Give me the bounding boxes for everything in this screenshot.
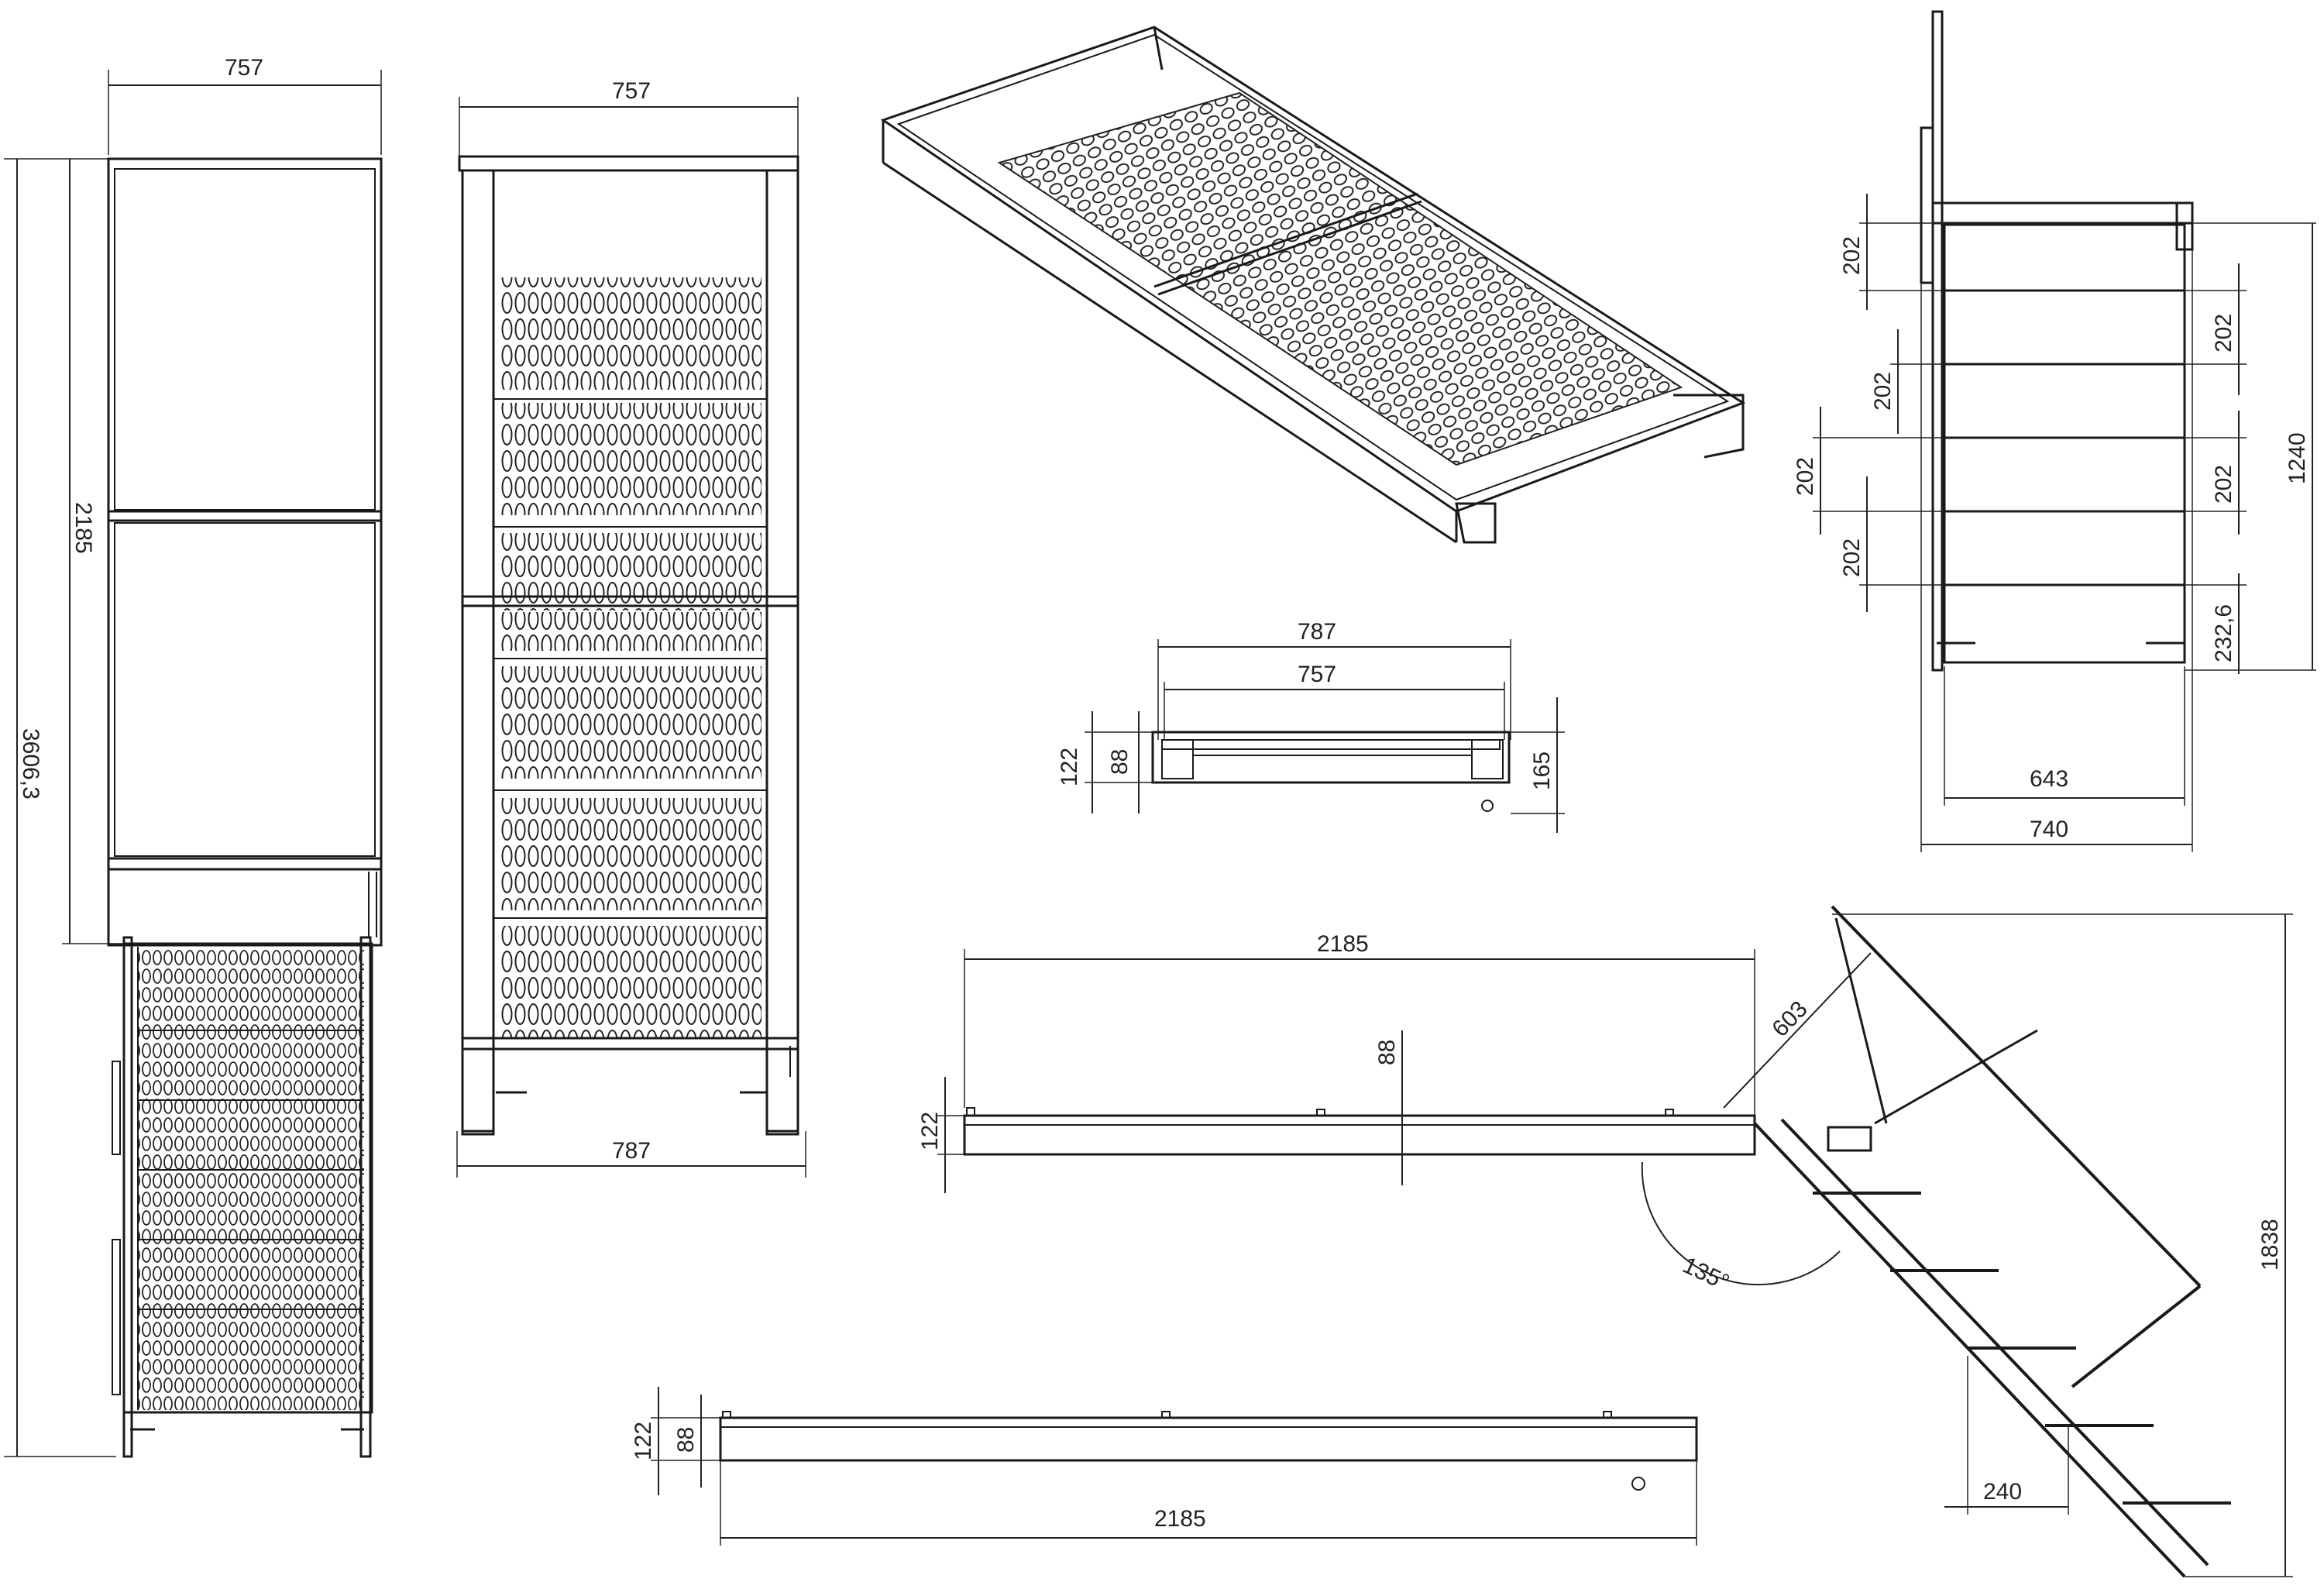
dim-stair-202-b: 202 — [1870, 372, 1896, 411]
dim-platform-height: 2185 — [70, 502, 96, 554]
assembled-side-view: 2185 88 122 603 135° — [917, 905, 2293, 1578]
dim-stair-202-f: 202 — [2211, 465, 2236, 504]
section-view: 787 757 122 88 165 — [1057, 619, 1565, 833]
dim-stair-202-d: 202 — [1839, 538, 1865, 577]
dim-stair-inner: 643 — [2030, 766, 2068, 792]
dim-assembled-122: 122 — [917, 1112, 943, 1150]
dim-bottom-length: 2185 — [1154, 1506, 1206, 1532]
stair-front-view: 202 202 202 202 202 202 232,6 1240 643 — [1793, 10, 2316, 852]
dim-assembled-88: 88 — [1374, 1040, 1400, 1065]
dim-front-width: 757 — [612, 78, 651, 104]
dim-stair-202-e: 202 — [2211, 314, 2236, 353]
dim-section-165: 165 — [1529, 752, 1555, 790]
dim-bottom-88: 88 — [673, 1427, 699, 1453]
dim-section-outer: 787 — [1298, 619, 1336, 645]
dim-603: 603 — [1767, 996, 1813, 1042]
dim-step-240: 240 — [1983, 1479, 2022, 1505]
dim-section-88: 88 — [1107, 749, 1133, 775]
dim-stair-202-a: 202 — [1839, 236, 1865, 275]
dim-stair-height: 1240 — [2284, 432, 2310, 484]
dim-section-122: 122 — [1057, 748, 1082, 786]
dim-assembled-length: 2185 — [1317, 931, 1369, 957]
dim-stair-202-c: 202 — [1793, 457, 1818, 496]
front-view: 757 787 — [456, 78, 806, 1178]
dim-width-757: 757 — [225, 55, 263, 81]
dim-section-inner: 757 — [1298, 662, 1336, 687]
dim-assembled-height: 1838 — [2257, 1219, 2283, 1271]
dim-bottom-122: 122 — [631, 1422, 656, 1460]
dim-stair-232: 232,6 — [2211, 604, 2236, 662]
dim-front-bottom: 787 — [612, 1138, 651, 1164]
dim-stair-outer: 740 — [2030, 817, 2068, 842]
dim-angle: 135° — [1679, 1252, 1733, 1295]
left-side-view: 757 3606,3 2185 — [4, 55, 383, 1458]
iso-platform — [880, 26, 1746, 544]
dim-total-height: 3606,3 — [18, 728, 43, 800]
bottom-side-view: 122 88 2185 — [631, 1387, 1698, 1546]
